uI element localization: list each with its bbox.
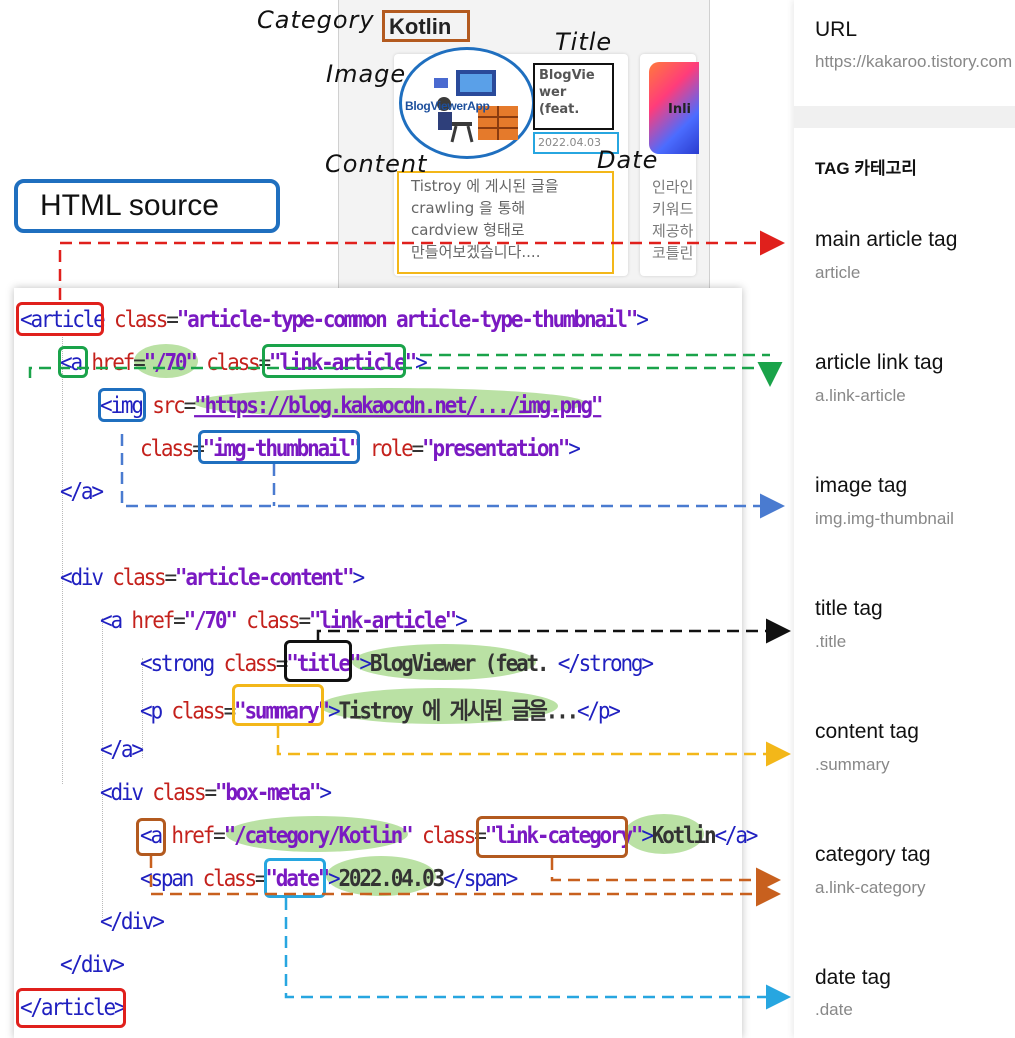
title-highlight-box: BlogVie wer (feat.	[533, 63, 614, 130]
code-line: <a href="/category/Kotlin" class="link-c…	[140, 822, 758, 849]
date-tag-label[interactable]: date tag	[815, 966, 891, 989]
value-highlight	[226, 816, 408, 852]
code-line: </div>	[60, 951, 125, 978]
img-thumbnail-highlight	[198, 430, 360, 464]
url-label: URL	[815, 18, 858, 41]
thumbnail-text: BlogViewerApp	[405, 99, 490, 113]
code-line: <span class="date">2022.04.03</span>	[140, 865, 518, 892]
main-article-tag-label[interactable]: main article tag	[815, 228, 958, 251]
code-line: <strong class="title">BlogViewer (feat. …	[140, 650, 654, 677]
next-article-summary: 인라인 키워드 제공하 코틀린	[652, 178, 694, 262]
summary-class-highlight	[232, 684, 324, 726]
date-tag-value: .date	[815, 1000, 853, 1019]
code-line: <article class="article-type-common arti…	[20, 306, 649, 333]
card-summary[interactable]: Tistroy 에 게시된 글을 crawling 을 통해 cardview …	[411, 177, 559, 261]
article-close-highlight	[16, 988, 126, 1028]
label-category: Category	[257, 6, 375, 34]
next-article-thumbnail	[649, 62, 699, 154]
code-line: <img src="https://blog.kakaocdn.net/.../…	[100, 392, 604, 419]
main-article-tag-value: article	[815, 263, 861, 282]
value-highlight	[624, 814, 704, 854]
label-date: Date	[597, 146, 659, 174]
article-link-tag-label[interactable]: article link tag	[815, 351, 944, 374]
tag-category-header: TAG 카테고리	[815, 159, 917, 178]
content-highlight-box: Tistroy 에 게시된 글을 crawling 을 통해 cardview …	[397, 171, 614, 274]
image-tag-label[interactable]: image tag	[815, 474, 908, 497]
category-tag-value: a.link-category	[815, 878, 926, 897]
code-line: <div class="box-meta">	[100, 779, 332, 806]
value-highlight	[320, 688, 558, 724]
card-category[interactable]: Kotlin	[382, 10, 470, 42]
link-article-highlight	[262, 344, 406, 378]
date-class-highlight	[264, 858, 326, 898]
card-title[interactable]: BlogVie wer (feat.	[539, 68, 595, 117]
thumbnail-illustration-icon	[434, 70, 518, 143]
html-source-code-panel: <article class="article-type-common arti…	[14, 288, 758, 1038]
value-highlight	[194, 388, 586, 418]
img-tag-highlight	[98, 388, 146, 422]
label-content: Content	[325, 150, 428, 178]
code-line: </a>	[100, 736, 144, 763]
title-tag-label[interactable]: title tag	[815, 597, 883, 620]
link-category-highlight	[476, 816, 628, 858]
code-line: <a href="/70" class="link-article">	[100, 607, 468, 634]
title-class-highlight	[284, 640, 352, 682]
value-highlight	[352, 644, 536, 680]
indent-guide	[142, 658, 143, 758]
a-tag-highlight	[58, 346, 88, 378]
code-line: </a>	[60, 478, 104, 505]
url-value[interactable]: https://kakaroo.tistory.com	[815, 52, 1013, 71]
settings-sidebar	[794, 0, 1015, 1038]
content-tag-value: .summary	[815, 755, 890, 774]
indent-guide	[62, 334, 63, 784]
code-line: </article>	[20, 994, 127, 1021]
article-link-tag-value: a.link-article	[815, 386, 906, 405]
html-source-label: HTML source	[14, 179, 280, 233]
label-title: Title	[555, 28, 613, 56]
label-image: Image	[326, 60, 407, 88]
category-tag-label[interactable]: category tag	[815, 843, 931, 866]
code-line: <p class="summary">Tistroy 에 게시된 글을...</…	[140, 697, 621, 724]
title-tag-value: .title	[815, 632, 847, 651]
article-tag-highlight	[16, 302, 104, 336]
image-tag-value: img.img-thumbnail	[815, 509, 954, 528]
code-line: <div class="article-content">	[60, 564, 365, 591]
content-tag-label[interactable]: content tag	[815, 720, 919, 743]
next-article-thumbnail-text: Inli	[668, 102, 692, 117]
code-line: </div>	[100, 908, 165, 935]
indent-guide	[102, 618, 103, 918]
section-divider	[794, 106, 1015, 128]
card-date: 2022.04.03	[533, 132, 619, 154]
category-a-highlight	[136, 818, 166, 856]
